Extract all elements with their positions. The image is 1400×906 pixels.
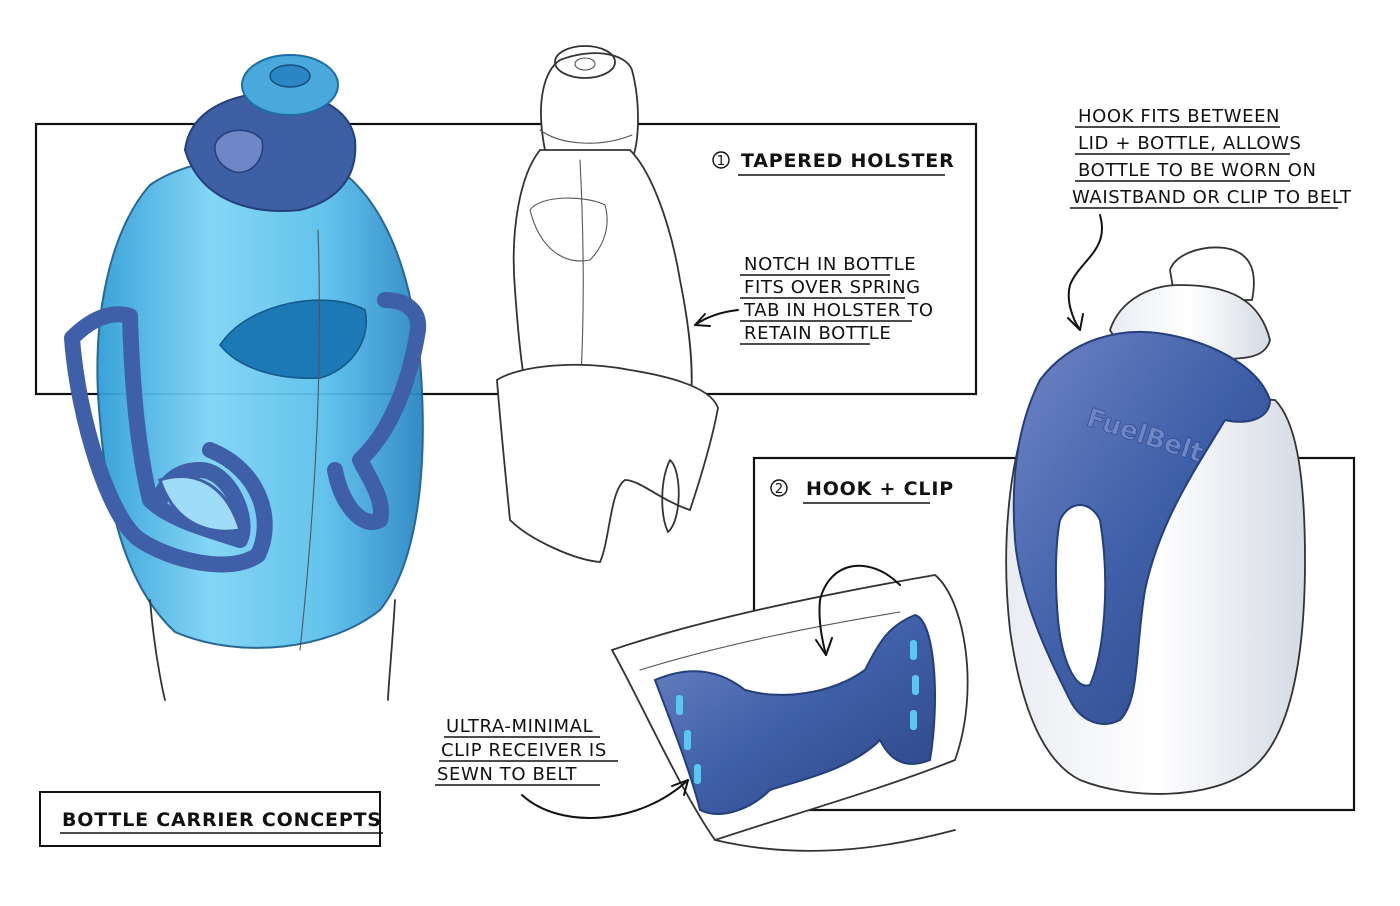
- hook-note-line-4: WAISTBAND OR CLIP TO BELT: [1072, 187, 1352, 208]
- clip-note: ULTRA-MINIMAL CLIP RECEIVER IS SEWN TO B…: [435, 716, 689, 819]
- clip-note-line-1: ULTRA-MINIMAL: [446, 716, 593, 737]
- hook-note-line-1: HOOK FITS BETWEEN: [1078, 106, 1280, 127]
- notch-note-line-3: TAB IN HOLSTER TO: [743, 300, 934, 321]
- title-box: BOTTLE CARRIER CONCEPTS: [39, 791, 383, 847]
- blue-holster: [64, 292, 427, 573]
- concept2-heading: HOOK + CLIP: [806, 478, 954, 500]
- notch-note-line-4: RETAIN BOTTLE: [744, 323, 891, 344]
- notch-note-line-2: FITS OVER SPRING: [744, 277, 921, 298]
- page-title: BOTTLE CARRIER CONCEPTS: [62, 809, 382, 831]
- notch-note: NOTCH IN BOTTLE FITS OVER SPRING TAB IN …: [694, 254, 934, 345]
- clip-receiver: [653, 613, 936, 815]
- concept2-heading-group: 2 HOOK + CLIP: [770, 478, 954, 504]
- clip-note-line-2: CLIP RECEIVER IS: [441, 740, 607, 761]
- blue-bottle-illustration: [64, 54, 427, 701]
- concept1-number: 1: [717, 154, 725, 169]
- clip-note-line-3: SEWN TO BELT: [437, 764, 578, 785]
- outline-bottle-sketch: [496, 45, 719, 563]
- notch-note-line-1: NOTCH IN BOTTLE: [744, 254, 916, 275]
- bottle-cap: [183, 90, 357, 212]
- hook-note-line-3: BOTTLE TO BE WORN ON: [1078, 160, 1317, 181]
- clip-receiver-illustration: [610, 564, 969, 852]
- concept1-heading-group: 1 TAPERED HOLSTER: [712, 150, 955, 176]
- concept1-heading: TAPERED HOLSTER: [741, 150, 955, 172]
- hook-note-line-2: LID + BOTTLE, ALLOWS: [1078, 133, 1302, 154]
- hook-note: HOOK FITS BETWEEN LID + BOTTLE, ALLOWS B…: [1067, 106, 1352, 331]
- concept2-number: 2: [775, 482, 783, 497]
- hook-bottle-illustration: FuelBelt: [1005, 246, 1306, 795]
